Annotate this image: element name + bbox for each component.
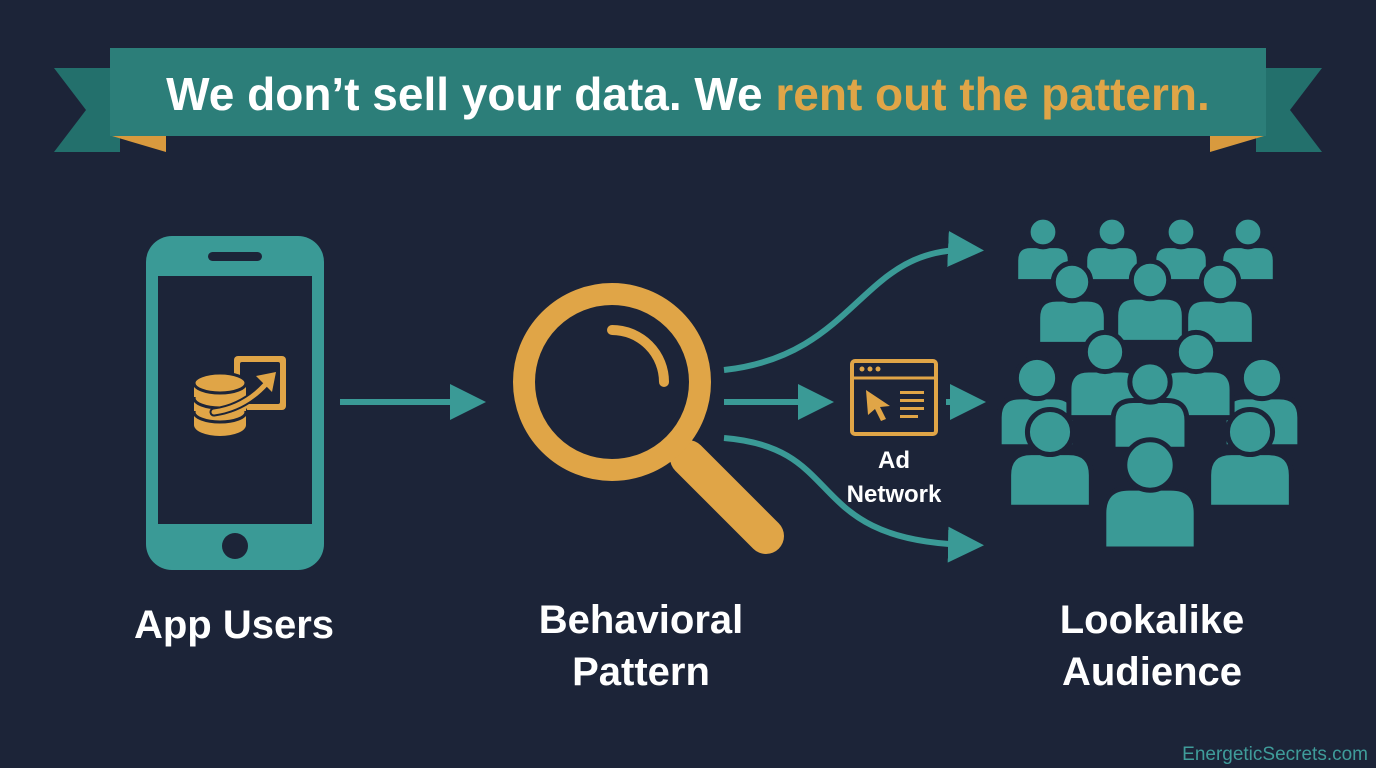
headline-banner: We don’t sell your data. We rent out the… <box>54 48 1322 152</box>
label-app-users: App Users <box>134 603 334 647</box>
label-audience: Audience <box>1062 650 1242 694</box>
people-crowd-icon <box>996 214 1303 552</box>
crowd-person <box>1035 260 1109 347</box>
crowd-person <box>1110 359 1190 452</box>
magnifying-glass-icon <box>513 283 784 554</box>
banner-right-tail <box>1256 68 1322 152</box>
headline-plain: We don’t sell your data. We <box>166 68 775 120</box>
crowd-person <box>1082 214 1142 285</box>
banner-left-fold <box>112 136 166 152</box>
banner-ribbon <box>110 48 1266 136</box>
magnifier-lens <box>513 283 711 481</box>
phone-home-button <box>222 533 248 559</box>
cursor-arrow-icon <box>866 390 890 421</box>
phone-speaker <box>208 252 262 261</box>
banner-right-fold <box>1210 136 1264 152</box>
label-pattern: Pattern <box>572 650 710 694</box>
magnifier-glint <box>607 325 669 387</box>
watermark-text: EnergeticSecrets.com <box>1182 744 1368 765</box>
crowd-person <box>1218 214 1278 285</box>
crowd-person <box>1151 214 1211 285</box>
arrow-pattern-to-audience-bottom <box>723 435 984 563</box>
headline-highlight: rent out the pattern. <box>775 68 1209 120</box>
banner-left-tail <box>54 68 120 152</box>
crowd-person <box>1113 258 1187 345</box>
label-lookalike: Lookalike <box>1060 598 1245 642</box>
label-ad: Ad <box>878 447 910 474</box>
data-coins-export-icon <box>192 356 286 436</box>
crowd-person <box>1206 406 1294 510</box>
label-behavioral: Behavioral <box>539 598 744 642</box>
crowd-person <box>1101 437 1199 552</box>
banner-headline: We don’t sell your data. We rent out the… <box>166 68 1210 120</box>
arrow-pattern-to-audience-top <box>723 230 984 373</box>
crowd-person <box>1006 406 1094 510</box>
label-network: Network <box>847 481 942 508</box>
magnifier-handle <box>670 440 784 554</box>
browser-cursor-icon <box>850 359 938 436</box>
